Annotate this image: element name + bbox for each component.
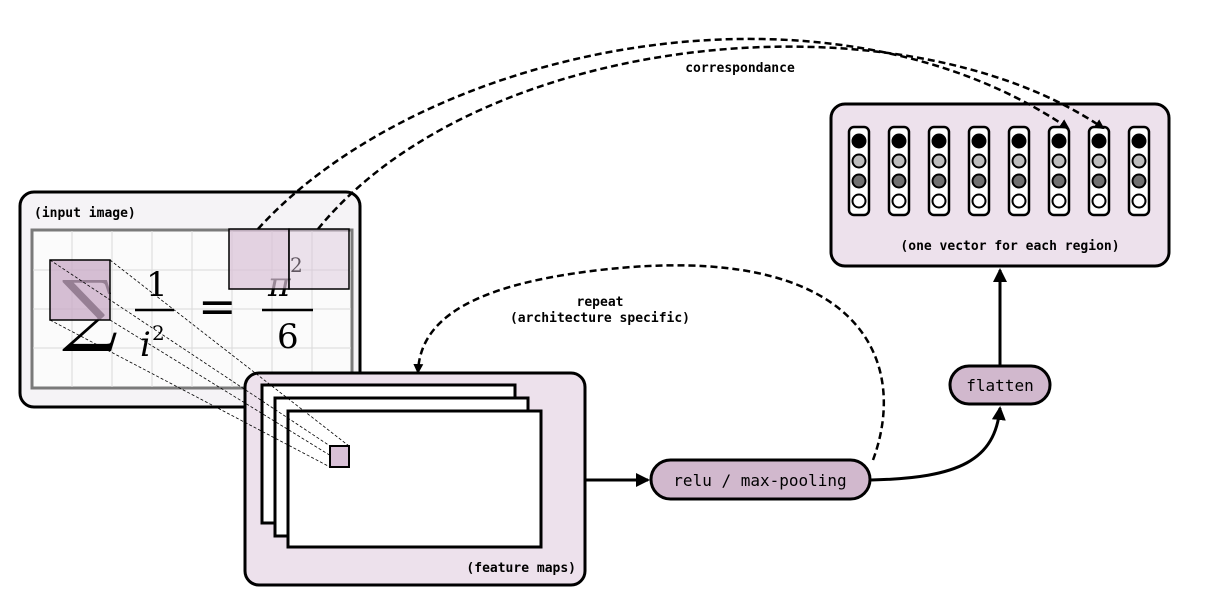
vector-column-frame xyxy=(1007,125,1031,217)
vector-column xyxy=(847,125,871,217)
feature-map-cell xyxy=(329,445,350,468)
flatten-node: flatten xyxy=(948,364,1052,406)
flatten-node-label: flatten xyxy=(966,376,1033,395)
vector-cell xyxy=(891,153,907,169)
vector-cell xyxy=(1051,173,1067,189)
vector-cell xyxy=(971,193,987,209)
vectors-label: (one vector for each region) xyxy=(900,239,1119,254)
vector-cell xyxy=(891,173,907,189)
region-patch-1 xyxy=(228,228,290,290)
vector-cell xyxy=(1051,153,1067,169)
repeat-label-line1: repeat xyxy=(577,295,624,310)
receptive-field-patch xyxy=(49,259,111,321)
input-image-panel: (input image) ∑ 1 i 2 = π 2 6 xyxy=(18,190,362,409)
vector-cell xyxy=(1011,173,1027,189)
correspondance-arrow-2 xyxy=(317,45,1105,230)
relu-node-label: relu / max-pooling xyxy=(673,471,846,490)
vector-cell xyxy=(931,153,947,169)
vector-cell xyxy=(1091,193,1107,209)
relu-node-frame xyxy=(649,458,872,501)
vector-cell xyxy=(851,133,867,149)
vector-cell xyxy=(931,133,947,149)
vector-cell xyxy=(1011,153,1027,169)
vector-cell xyxy=(1091,133,1107,149)
vector-column-frame xyxy=(967,125,991,217)
input-image-label: (input image) xyxy=(34,206,136,221)
vector-cell xyxy=(971,173,987,189)
formula-rhs-denominator: 6 xyxy=(277,317,299,357)
vector-columns xyxy=(847,125,1151,217)
vector-cell xyxy=(851,193,867,209)
vector-cell xyxy=(1131,153,1147,169)
vector-cell xyxy=(1051,193,1067,209)
feature-map-3 xyxy=(286,409,543,549)
flatten-node-frame xyxy=(948,364,1052,406)
vector-cell xyxy=(1131,133,1147,149)
vectors-panel: (one vector for each region) xyxy=(829,102,1171,268)
vector-cell xyxy=(851,153,867,169)
vector-column xyxy=(967,125,991,217)
vector-column xyxy=(927,125,951,217)
feature-maps-label: (feature maps) xyxy=(466,561,576,576)
vector-cell xyxy=(1131,173,1147,189)
vector-column xyxy=(887,125,911,217)
repeat-label-line2: (architecture specific) xyxy=(510,311,690,326)
vector-column-frame xyxy=(847,125,871,217)
grid-lines xyxy=(33,231,351,387)
vector-cell xyxy=(891,193,907,209)
vector-column-frame xyxy=(1127,125,1151,217)
correspondance-arrow-1 xyxy=(257,37,1070,230)
vector-cell xyxy=(1011,133,1027,149)
vector-cell xyxy=(1011,193,1027,209)
vector-cell xyxy=(931,193,947,209)
repeat-arrow xyxy=(413,264,886,461)
vector-column-frame xyxy=(927,125,951,217)
formula-denominator-base: i xyxy=(140,325,151,365)
vector-cell xyxy=(1091,153,1107,169)
arrow-to-flatten xyxy=(870,406,1006,482)
vector-column-frame xyxy=(887,125,911,217)
vector-cell xyxy=(1051,133,1067,149)
vector-cell xyxy=(851,173,867,189)
relu-node: relu / max-pooling xyxy=(649,458,872,501)
vector-cell xyxy=(1091,173,1107,189)
vector-column xyxy=(1087,125,1111,217)
formula-denominator-exp: 2 xyxy=(152,321,165,345)
correspondance-label: correspondance xyxy=(685,61,795,76)
vector-column xyxy=(1047,125,1071,217)
vector-cell xyxy=(1131,193,1147,209)
formula-rhs-exp: 2 xyxy=(290,253,303,277)
vector-column xyxy=(1127,125,1151,217)
region-patch-2 xyxy=(288,228,350,290)
formula-numerator: 1 xyxy=(146,265,168,305)
vector-cell xyxy=(971,153,987,169)
vectors-panel-frame xyxy=(829,102,1171,268)
vector-cell xyxy=(891,133,907,149)
projection-lines xyxy=(49,259,350,468)
vector-cell xyxy=(931,173,947,189)
vector-column xyxy=(1007,125,1031,217)
vector-cell xyxy=(971,133,987,149)
